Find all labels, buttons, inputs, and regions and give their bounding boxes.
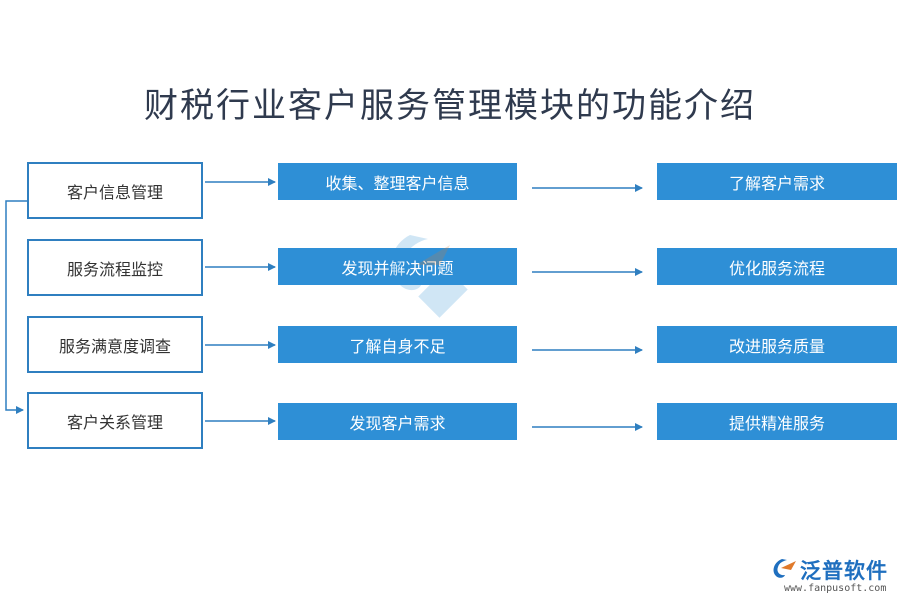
brand-logo-icon xyxy=(773,559,796,578)
result-label: 了解客户需求 xyxy=(728,173,825,193)
brand-url: www.fanpusoft.com xyxy=(784,583,887,594)
module-box-process-monitoring: 服务流程监控 xyxy=(27,239,203,296)
action-label: 了解自身不足 xyxy=(349,336,446,356)
watermark-logo-icon xyxy=(391,235,468,318)
result-box-improve-quality: 改进服务质量 xyxy=(657,326,897,363)
result-box-understand-needs: 了解客户需求 xyxy=(657,163,897,200)
action-box-know-weakness: 了解自身不足 xyxy=(278,326,517,363)
result-label: 提供精准服务 xyxy=(728,413,825,433)
module-label: 服务满意度调查 xyxy=(58,336,171,356)
bracket-connector xyxy=(5,200,27,414)
module-box-relationship-management: 客户关系管理 xyxy=(27,392,203,449)
action-label: 发现客户需求 xyxy=(349,413,446,433)
brand-name: 泛普软件 xyxy=(800,559,888,583)
action-label: 收集、整理客户信息 xyxy=(325,173,470,193)
action-box-find-problems: 发现并解决问题 xyxy=(278,248,517,285)
result-label: 改进服务质量 xyxy=(728,336,825,356)
module-label: 客户信息管理 xyxy=(66,182,163,202)
action-box-find-demand: 发现客户需求 xyxy=(278,403,517,440)
result-box-optimize-process: 优化服务流程 xyxy=(657,248,897,285)
result-label: 优化服务流程 xyxy=(728,258,825,278)
module-box-satisfaction-survey: 服务满意度调查 xyxy=(27,316,203,373)
module-label: 服务流程监控 xyxy=(66,259,163,279)
action-label: 发现并解决问题 xyxy=(341,255,453,279)
brand-logo: 泛普软件 www.fanpusoft.com xyxy=(770,555,895,595)
page-title: 财税行业客户服务管理模块的功能介绍 xyxy=(144,86,756,126)
module-label: 客户关系管理 xyxy=(66,412,163,432)
result-box-precise-service: 提供精准服务 xyxy=(657,403,897,440)
module-box-customer-info: 客户信息管理 xyxy=(27,162,203,219)
action-box-collect-info: 收集、整理客户信息 xyxy=(278,163,517,200)
